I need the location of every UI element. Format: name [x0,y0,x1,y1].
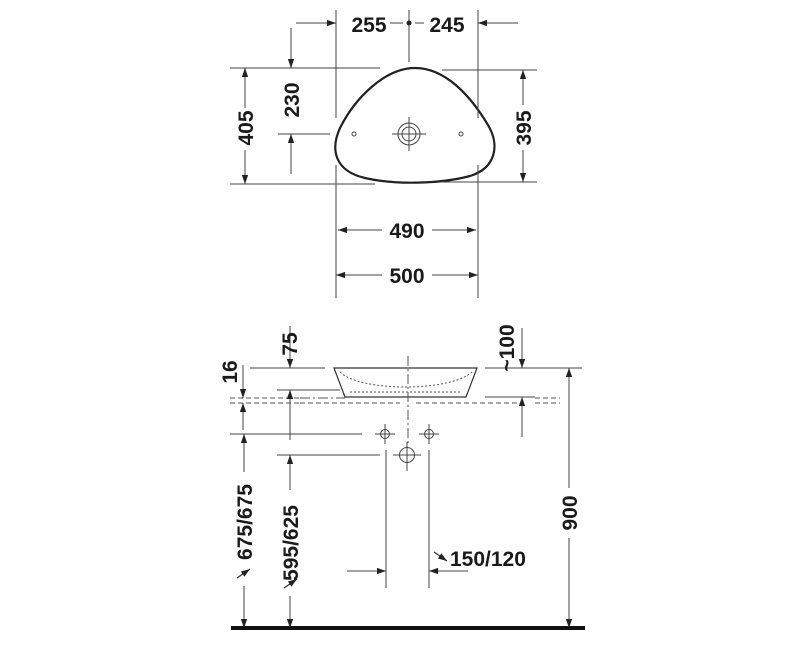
overflow-right-icon [458,131,464,137]
dim-405: 405 [235,110,258,145]
dim-490: 490 [389,220,424,243]
dim-255: 255 [351,14,386,37]
dim-150-120: 150/120 [450,548,526,571]
dim-900: 900 [559,495,582,530]
dim-230: 230 [281,82,304,117]
dim-16: 16 [219,360,242,383]
dim-395: 395 [513,110,536,145]
dim-75: 75 [279,332,302,356]
dim-100: ~100 [496,324,519,371]
supply-right-icon [419,424,439,444]
drain-hole-icon [392,117,426,151]
overflow-left-icon [351,131,357,137]
dim-245: 245 [429,14,464,37]
side-view: 75 16 ~100 900 675/675 595/625 150/120 [219,324,585,630]
waste-outlet-icon [393,442,421,471]
countertop [230,397,560,404]
dim-500: 500 [389,265,424,288]
basin-profile [333,367,478,398]
dim-595-625: 595/625 [280,505,303,581]
basin-outline-top [334,66,496,184]
supply-left-icon [375,424,395,444]
top-view: 255 245 405 230 395 490 500 [230,10,537,298]
dim-675-675: 675/675 [234,484,257,560]
